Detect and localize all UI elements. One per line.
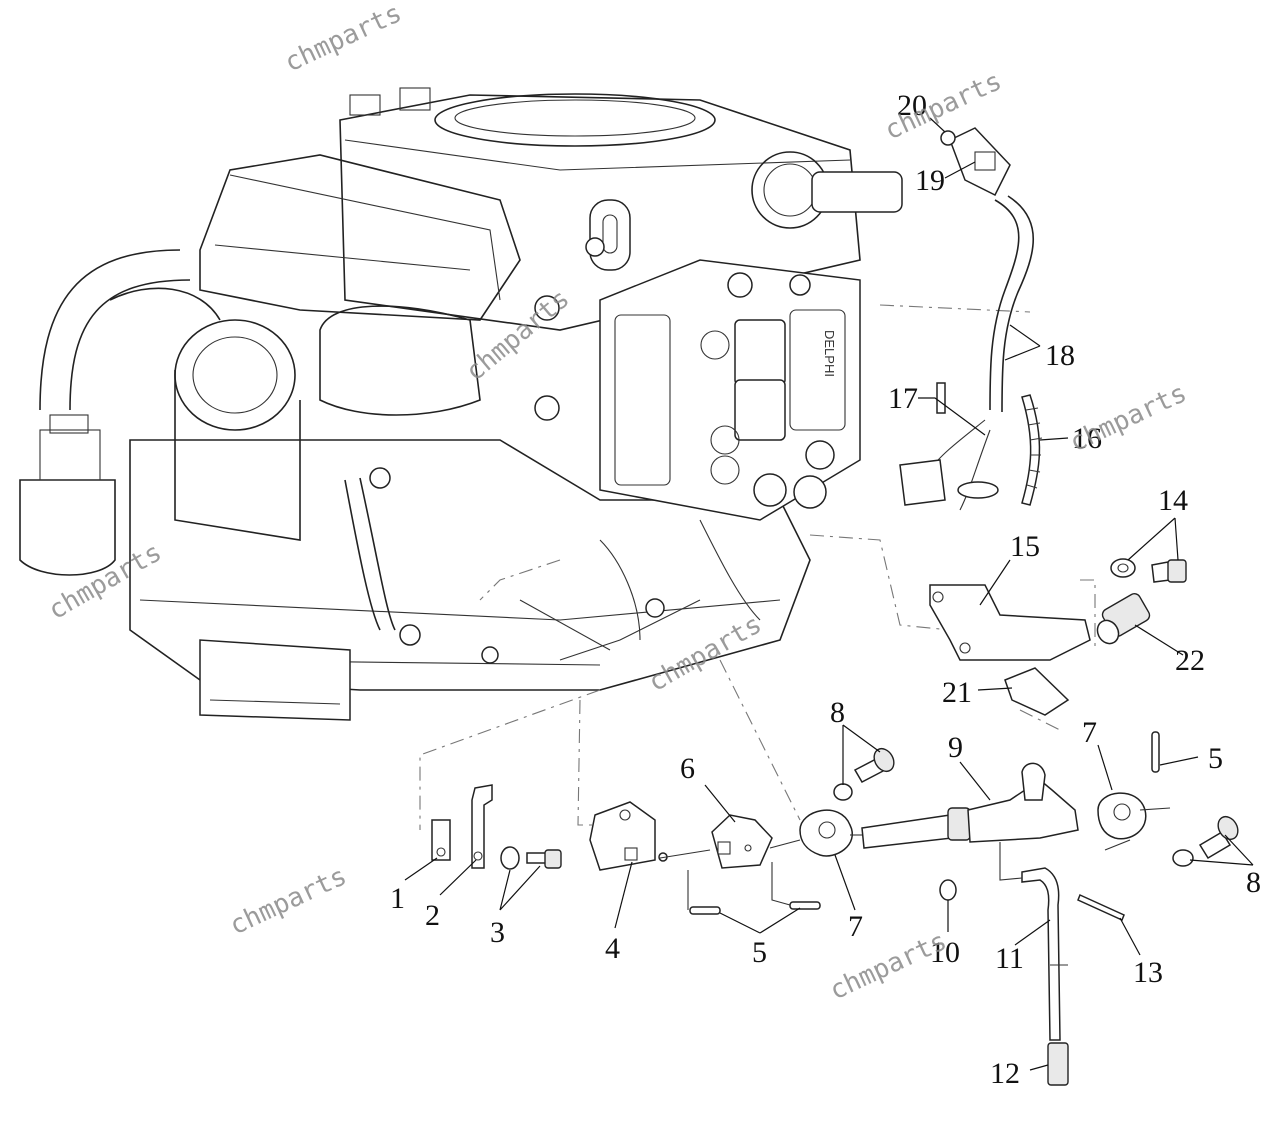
callout-14: 14: [1158, 484, 1188, 517]
callout-6: 6: [680, 752, 695, 785]
watermark: chmparts: [1065, 378, 1191, 458]
callout-21: 21: [942, 676, 972, 709]
watermark: chmparts: [460, 284, 575, 387]
wiring-harness: [899, 195, 1035, 511]
corrugated-sleeve-part-16: [1021, 394, 1043, 506]
callout-9: 9: [948, 731, 963, 764]
callout-17: 17: [888, 382, 918, 415]
plate-part-1: [431, 819, 451, 861]
connector-part-19: [949, 127, 1011, 197]
callout-18: 18: [1045, 339, 1075, 372]
callout-3: 3: [490, 916, 505, 949]
callout-19: 19: [915, 164, 945, 197]
callout-2: 2: [425, 899, 440, 932]
washer-part-10: [939, 879, 957, 901]
coupler-part-7-right: [1097, 792, 1147, 840]
callout-5-left: 5: [752, 936, 767, 969]
watermark: chmparts: [280, 0, 406, 78]
bracket-part-2: [471, 784, 493, 869]
rod-part-11: [1021, 867, 1068, 1041]
callout-5-right: 5: [1208, 742, 1223, 775]
alignment-lines: [419, 304, 1096, 830]
callout-16: 16: [1072, 422, 1102, 455]
leader-lines: [404, 117, 1254, 1071]
washer-part-3: [500, 846, 520, 870]
cotter-pin-part-13: [1077, 893, 1125, 922]
shaft-part-9: [861, 762, 1079, 849]
watermark: chmparts: [44, 537, 167, 626]
callout-numbers: 1 2 3 4 5 5 6 7 7 8 8 9 10 11 12 13 14 1…: [390, 89, 1261, 1090]
bolt-part-14: [1151, 559, 1187, 583]
lever-part-6: [711, 814, 773, 869]
callout-12: 12: [990, 1057, 1020, 1090]
callout-7-right: 7: [1082, 716, 1097, 749]
callout-1: 1: [390, 882, 405, 915]
engine-assembly: DELPHI: [19, 87, 903, 721]
pins-part-5: [689, 731, 1160, 915]
ecu-brand-label: DELPHI: [822, 330, 837, 377]
pin-part-20: [940, 130, 956, 146]
callout-22: 22: [1175, 644, 1205, 677]
callout-8-lower: 8: [1246, 866, 1261, 899]
watermark: chmparts: [225, 861, 351, 941]
callout-15: 15: [1010, 530, 1040, 563]
delphi-ecu-module: DELPHI: [599, 259, 861, 521]
lever-part-4: [589, 801, 668, 871]
callout-7-left: 7: [848, 910, 863, 943]
callout-20: 20: [897, 89, 927, 122]
clip-part-17: [936, 382, 946, 414]
bracket-part-15: [929, 584, 1091, 661]
bolt-washer-part-8-upper: [833, 747, 895, 801]
sensor-part-22: [1096, 593, 1151, 645]
callout-10: 10: [930, 936, 960, 969]
callout-8-upper: 8: [830, 696, 845, 729]
callout-11: 11: [995, 942, 1024, 975]
callout-4: 4: [605, 932, 620, 965]
cap-part-21: [1004, 667, 1070, 716]
coupler-nut-part-12: [1047, 1042, 1069, 1086]
watermark: chmparts: [644, 609, 767, 698]
washer-part-14: [1110, 558, 1136, 578]
callout-13: 13: [1133, 956, 1163, 989]
coupler-part-7-left: [799, 809, 853, 857]
bolt-part-3: [526, 849, 562, 869]
bolt-washer-part-8-lower: [1172, 815, 1239, 867]
